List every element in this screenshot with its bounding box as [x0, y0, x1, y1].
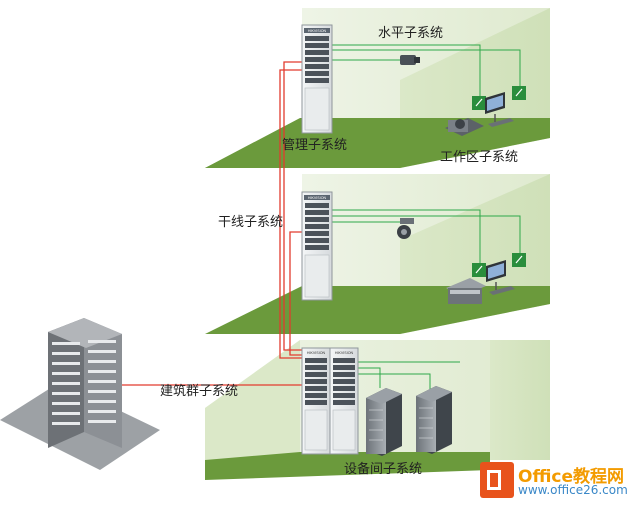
wall-outlets [472, 86, 526, 277]
label-management-subsystem: 管理子系统 [282, 138, 348, 153]
rack-brand-label: HIKVISION [307, 351, 326, 355]
label-campus-subsystem: 建筑群子系统 [160, 384, 239, 399]
floor-3-floor [205, 120, 400, 168]
label-backbone-subsystem: 干线子系统 [218, 215, 284, 230]
backbone-cables [118, 61, 306, 386]
floor-1-floor [205, 452, 490, 480]
office-logo-icon [480, 462, 514, 498]
rack-floor-2 [301, 191, 333, 301]
rack-floor-3 [301, 24, 333, 134]
rack-brand-label: HIKVISION [308, 29, 327, 33]
dome-camera-icon [397, 218, 414, 239]
watermark-url: www.office26.com [518, 483, 628, 497]
rack-brand-label: HIKVISION [335, 351, 354, 355]
horizontal-cables [330, 44, 521, 392]
workstation-floor-2 [446, 260, 515, 304]
campus-building [0, 318, 160, 470]
watermark-title: Office教程网 [518, 467, 625, 487]
servers-floor-1 [366, 386, 452, 456]
racks-floor-1 [301, 347, 359, 455]
floor-3 [205, 8, 550, 168]
workstation-floor-3 [445, 92, 514, 136]
label-work-area-subsystem: 工作区子系统 [440, 150, 519, 165]
label-equipment-room-subsystem: 设备间子系统 [344, 462, 423, 477]
rack-brand-label: HIKVISION [308, 196, 327, 200]
camera-icon [400, 55, 420, 65]
floor-2 [205, 174, 550, 334]
watermark: Office教程网 www.office26.com [478, 460, 634, 502]
label-horizontal-subsystem: 水平子系统 [378, 26, 444, 41]
floor-1-right-wall [490, 340, 550, 460]
